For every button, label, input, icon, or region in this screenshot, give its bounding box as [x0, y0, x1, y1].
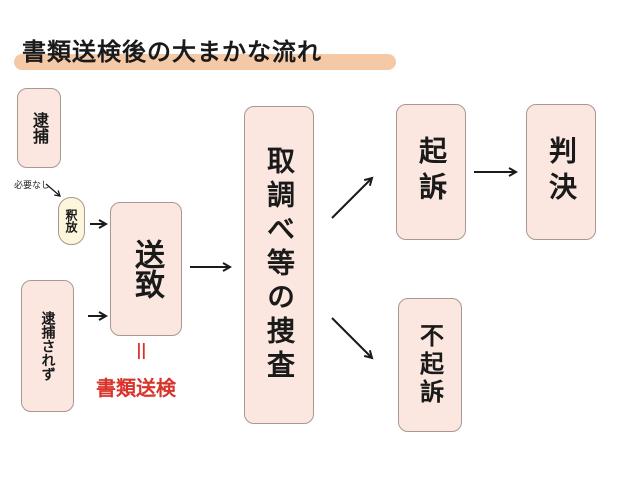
title-area: 書類送検後の大まかな流れ — [14, 32, 396, 72]
node-taiho-sarezu-label: 逮捕されず — [39, 311, 56, 381]
equals-mark: || — [136, 340, 147, 359]
node-taiho-sarezu: 逮捕されず — [21, 280, 74, 412]
node-kiso-label: 起訴 — [415, 136, 448, 208]
label-hitsuyou-nashi: 必要なし — [14, 181, 51, 191]
node-taiho-label: 逮捕 — [30, 112, 49, 144]
node-kiso: 起訴 — [396, 104, 466, 240]
arrow-sousa-to-kiso — [331, 178, 372, 219]
node-sousa-label: 取調べ等の捜査 — [263, 146, 296, 384]
arrow-taiho-to-shakuhou — [45, 183, 61, 197]
node-sousa: 取調べ等の捜査 — [244, 106, 314, 424]
node-souchi: 送致 — [110, 202, 182, 336]
node-shakuhou: 釈放 — [58, 197, 85, 245]
node-hanketsu-label: 判決 — [545, 136, 578, 208]
node-fukiso: 不起訴 — [398, 298, 462, 432]
node-hanketsu: 判決 — [526, 104, 596, 240]
arrow-sousa-to-fukiso — [331, 317, 372, 358]
node-souchi-label: 送致 — [129, 239, 164, 299]
node-fukiso-label: 不起訴 — [415, 323, 444, 407]
page-title: 書類送検後の大まかな流れ — [22, 38, 322, 66]
node-taiho: 逮捕 — [17, 88, 61, 168]
title-highlight — [14, 54, 396, 70]
label-shorui-souken: 書類送検 — [96, 376, 176, 400]
node-shakuhou-label: 釈放 — [64, 209, 78, 233]
